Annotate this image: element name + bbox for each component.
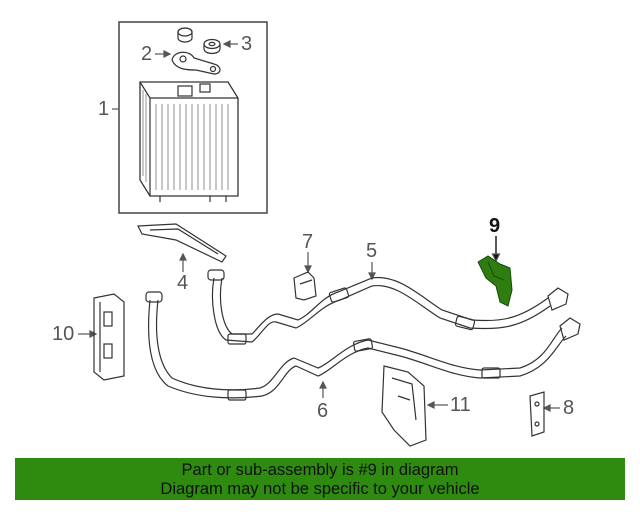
callout-8: 8	[563, 397, 575, 419]
bracket-8	[529, 391, 545, 437]
leader-lines	[78, 40, 560, 412]
oil-cooler-assembly	[118, 21, 268, 214]
info-banner: Part or sub-assembly is #9 in diagram Di…	[15, 458, 625, 500]
banner-line-2: Diagram may not be specific to your vehi…	[160, 480, 480, 498]
heat-shield-bracket	[137, 223, 227, 263]
callout-10: 10	[52, 323, 75, 345]
callout-1: 1	[98, 98, 110, 120]
callout-6: 6	[317, 400, 329, 422]
heat-shield-10	[93, 293, 125, 381]
callout-5: 5	[366, 240, 378, 262]
callout-4: 4	[177, 272, 189, 294]
oil-cooler-lines	[145, 269, 581, 401]
heat-shield-11	[381, 365, 427, 447]
banner-line-1: Part or sub-assembly is #9 in diagram	[181, 461, 459, 479]
small-bracket-7	[293, 271, 317, 301]
callout-2: 2	[141, 43, 153, 65]
callout-11: 11	[450, 394, 471, 416]
callout-9: 9	[489, 215, 501, 237]
callout-3: 3	[241, 33, 253, 55]
highlighted-part-9	[477, 255, 513, 307]
callout-7: 7	[302, 231, 314, 253]
